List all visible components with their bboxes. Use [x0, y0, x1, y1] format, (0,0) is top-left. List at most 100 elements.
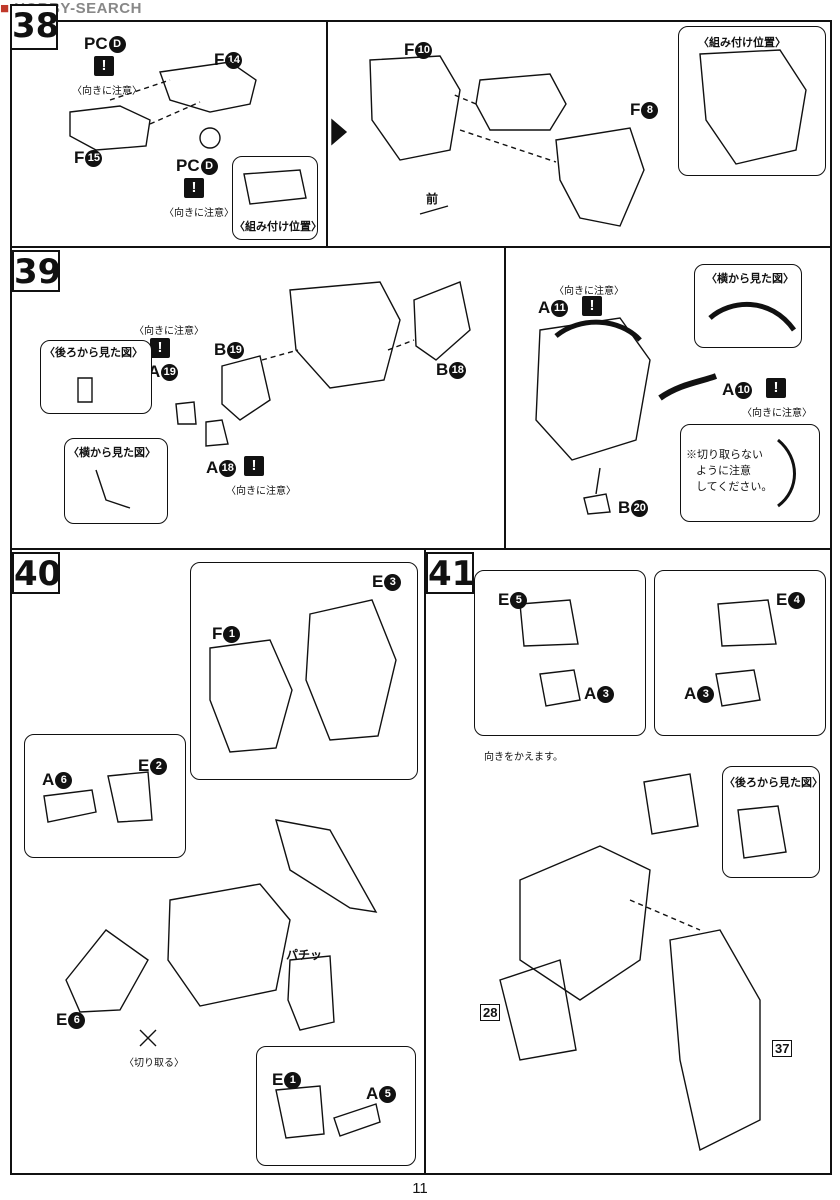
- part-drawing-torso-right: [535, 317, 651, 461]
- part-drawing-e6: [65, 929, 149, 1013]
- part-drawing-b19: [221, 355, 271, 421]
- rear-view-inset: [40, 340, 152, 414]
- assembly-arrow: [261, 349, 299, 361]
- front-arrow: [419, 205, 449, 215]
- orientation-note: 〈向きに注意〉: [554, 286, 624, 297]
- cut-off-note: 〈切り取る〉: [124, 1058, 184, 1069]
- shield-parts-inset: [190, 562, 418, 780]
- part-drawing-a10: [658, 373, 718, 401]
- caution-inset: [680, 424, 820, 522]
- assembly-arrow: [451, 93, 477, 105]
- box-title: 〈組み付け位置〉: [698, 37, 786, 49]
- part-drawing-e5: [519, 599, 579, 647]
- part-drawing-center: [475, 73, 567, 131]
- part-drawing-a19: [175, 401, 197, 425]
- part-drawing-f14: [159, 61, 257, 113]
- part-drawing-upper-body: [519, 845, 651, 1001]
- caution-text: ※切り取らない: [686, 449, 763, 461]
- part-drawing-shield: [275, 819, 378, 913]
- part-drawing-e1-a5: [287, 955, 335, 1031]
- part-drawing-e4: [717, 599, 777, 647]
- part-drawing-b20: [583, 493, 611, 515]
- inset-drawing: [777, 438, 796, 508]
- part-drawing-a11: [554, 319, 642, 342]
- step-number-38: 38: [10, 4, 59, 50]
- inset-drawing: [95, 469, 131, 509]
- caution-text: してください。: [696, 481, 773, 493]
- part-drawing-f10: [369, 55, 461, 161]
- step-number-39: 39: [12, 250, 62, 292]
- change-direction-note: 向きをかえます。: [484, 752, 563, 763]
- inset-title: 〈後ろから見た図〉: [44, 347, 143, 359]
- assembly-arrow: [459, 129, 557, 163]
- leader-line: [109, 79, 171, 101]
- orientation-note: 〈向きに注意〉: [742, 408, 812, 419]
- a6-e2-inset: [24, 734, 186, 858]
- part-drawing-backpack: [643, 773, 699, 835]
- part-drawing-a3-left: [539, 669, 581, 707]
- assembly-arrow: [387, 339, 415, 351]
- warning-icon: !: [582, 296, 602, 316]
- page-number: 11: [412, 1180, 428, 1197]
- reference-step-28: 28: [480, 1004, 501, 1021]
- part-drawing-leg-37: [669, 929, 761, 1152]
- inset-drawing: [708, 301, 797, 332]
- reference-step-37: 37: [772, 1040, 793, 1057]
- part-drawing-leg-28: [499, 959, 577, 1061]
- inset-title: 〈組み付け位置〉: [234, 221, 322, 233]
- orientation-note: 〈向きに注意〉: [134, 326, 204, 337]
- inset-drawing: [77, 377, 93, 403]
- part-drawing-torso: [289, 281, 401, 389]
- snap-sound-text: パチッ: [286, 948, 323, 962]
- part-drawing-f8: [555, 127, 645, 227]
- assembly-position-inset: [232, 156, 318, 240]
- nippers-icon: [139, 1029, 157, 1047]
- part-drawing-a5: [333, 1103, 381, 1137]
- inset-title: 〈後ろから見た図〉: [724, 777, 823, 789]
- warning-icon: !: [244, 456, 264, 476]
- part-drawing-a3-right: [715, 669, 761, 707]
- divider: [326, 20, 328, 246]
- inset-drawing: [243, 169, 307, 205]
- part-drawing-a6: [43, 789, 97, 823]
- warning-icon: !: [766, 378, 786, 398]
- side-view-inset: [64, 438, 168, 524]
- part-drawing-f15: [69, 105, 151, 151]
- arrow-icon: [331, 118, 348, 146]
- warning-icon: !: [184, 178, 204, 198]
- part-drawing-f1: [209, 639, 293, 753]
- front-direction-label: 前: [426, 192, 439, 206]
- inset-drawing: [737, 805, 787, 859]
- divider: [10, 548, 832, 550]
- part-drawing-assembled: [699, 49, 807, 165]
- caution-text: ように注意: [696, 465, 751, 477]
- part-drawing-pc: [199, 127, 221, 149]
- warning-icon: !: [94, 56, 114, 76]
- assembly-arrow: [629, 899, 701, 931]
- warning-icon: !: [150, 338, 170, 358]
- divider: [424, 548, 426, 1175]
- assembly-arrow: [149, 101, 201, 125]
- e1-a5-inset: [256, 1046, 416, 1166]
